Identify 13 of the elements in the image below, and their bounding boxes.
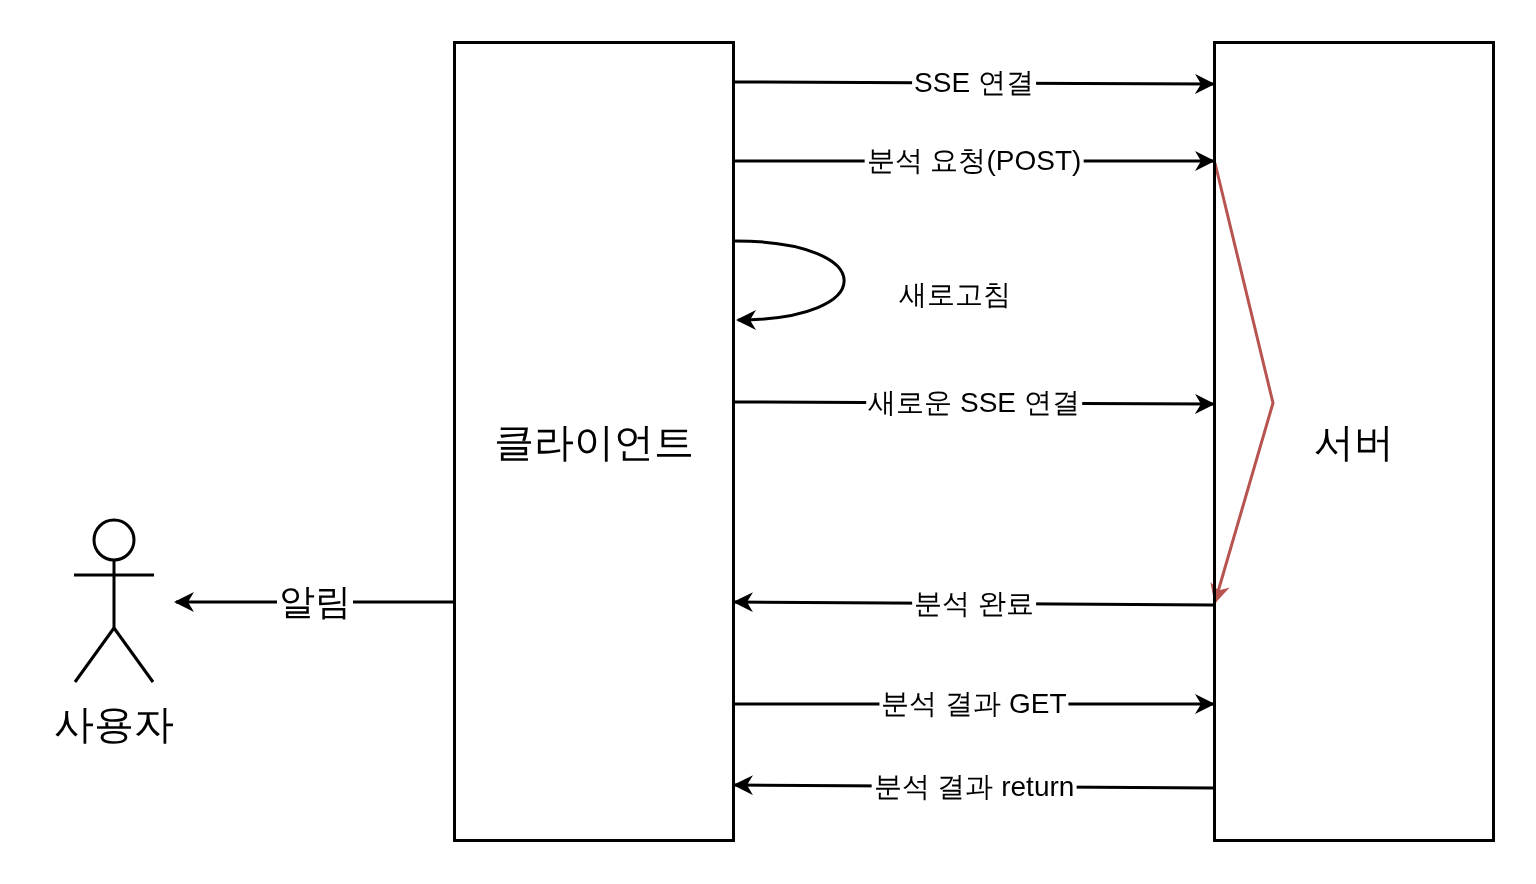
- edge-label: 분석 요청(POST): [864, 147, 1084, 175]
- edge-label: 분석 결과 return: [871, 772, 1077, 801]
- arrow: [734, 239, 846, 330]
- edge-label: 분석 결과 GET: [879, 690, 1069, 718]
- edge-label: 새로고침: [898, 281, 1012, 309]
- edge-label: 새로운 SSE 연결: [866, 389, 1082, 417]
- edge-label: SSE 연결: [912, 69, 1036, 97]
- edge-label: 알림: [276, 584, 353, 620]
- lifeline-box: 서버: [1213, 41, 1495, 842]
- arrow: [1210, 162, 1275, 604]
- lifeline-box: 클라이언트: [453, 41, 735, 842]
- edge-label: 분석 완료: [912, 589, 1036, 618]
- actor-label: 사용자: [54, 704, 174, 744]
